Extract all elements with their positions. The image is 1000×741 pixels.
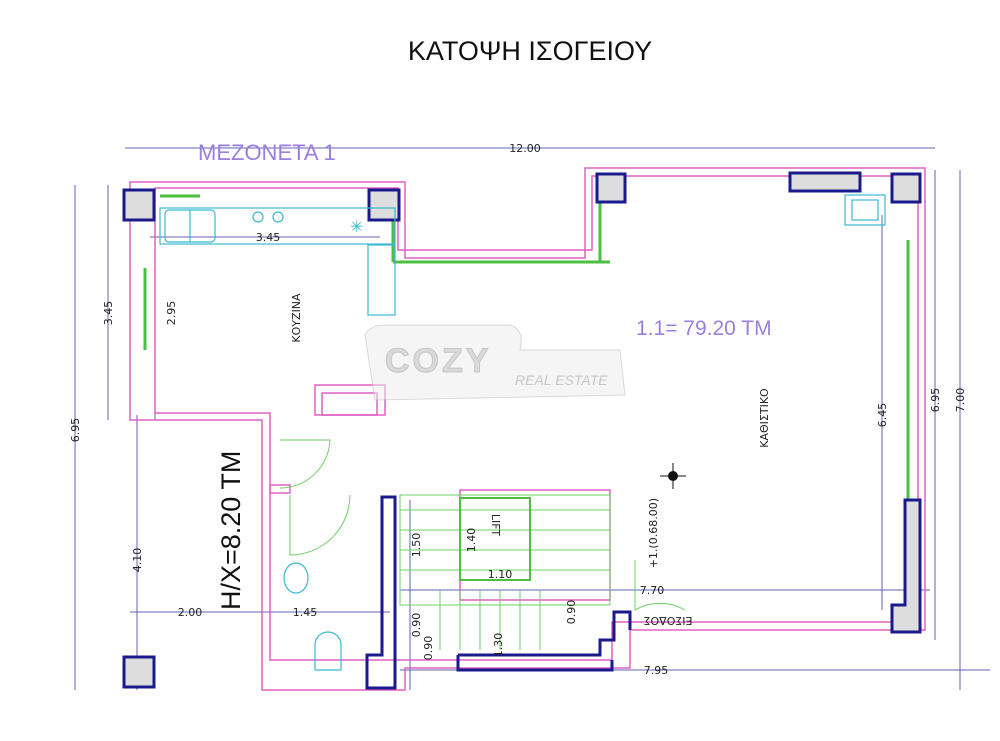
dim-hx-width: 2.00: [178, 606, 203, 619]
svg-text:✳: ✳: [350, 219, 363, 236]
fixtures: ✳: [159, 194, 886, 671]
elevation-marker-icon: [660, 463, 686, 489]
windows: [143, 194, 910, 500]
plan-title: ΚΑΤΟΨΗ ΙΣΟΓΕΙΟΥ: [408, 36, 652, 66]
dim-stair-d: 0.90: [565, 600, 578, 625]
unit-label: MEZONETA 1: [198, 140, 336, 165]
dim-kitchen-inner: 2.95: [165, 301, 178, 326]
dim-right-b: 7.00: [954, 388, 967, 413]
dimension-texts: 12.00 3.45 3.45 2.95 6.95 6.45 6.95 7.00…: [69, 142, 967, 677]
dim-kitchen-width: 3.45: [256, 231, 281, 244]
dim-stair-b: 0.90: [410, 613, 423, 638]
dim-stair-e: 1.30: [492, 633, 505, 658]
structural-walls: [365, 495, 632, 690]
dim-front-a: 7.70: [640, 584, 665, 597]
dimension-lines: [74, 147, 990, 690]
room-living: ΚΑΘΙΣΤΙΚΟ: [758, 388, 771, 448]
watermark-brand: COZY: [385, 342, 491, 380]
room-lift: LIFT: [489, 514, 502, 537]
dim-right-inner: 6.45: [876, 403, 889, 428]
dim-stair-c: 0.90: [422, 636, 435, 661]
dim-stair-a: 1.50: [410, 533, 423, 558]
staircase: [279, 439, 686, 650]
watermark-logo: COZY REAL ESTATE: [364, 324, 626, 401]
dim-top-width: 12.00: [509, 142, 541, 155]
room-entrance: ΕΙΣΟΔΟΣ: [643, 614, 692, 627]
elevation-label: +1.(0.68.00): [647, 498, 660, 568]
area-main-label: 1.1= 79.20 TM: [636, 317, 772, 340]
area-hx-label: H/X=8.20 TM: [216, 451, 246, 610]
dim-left-total: 6.95: [69, 418, 82, 443]
dim-front-b: 7.95: [644, 664, 669, 677]
dim-left-upper: 3.45: [102, 301, 115, 326]
watermark-sub: REAL ESTATE: [515, 372, 608, 388]
dim-wc-width: 1.45: [293, 606, 318, 619]
dim-right-a: 6.95: [929, 388, 942, 413]
dim-lift-w: 1.10: [488, 568, 513, 581]
dim-hx-depth: 4.10: [131, 548, 144, 573]
room-kitchen: ΚΟΥΖΙΝΑ: [290, 293, 303, 343]
dim-lift-h: 1.40: [465, 528, 478, 553]
columns: [122, 171, 922, 689]
